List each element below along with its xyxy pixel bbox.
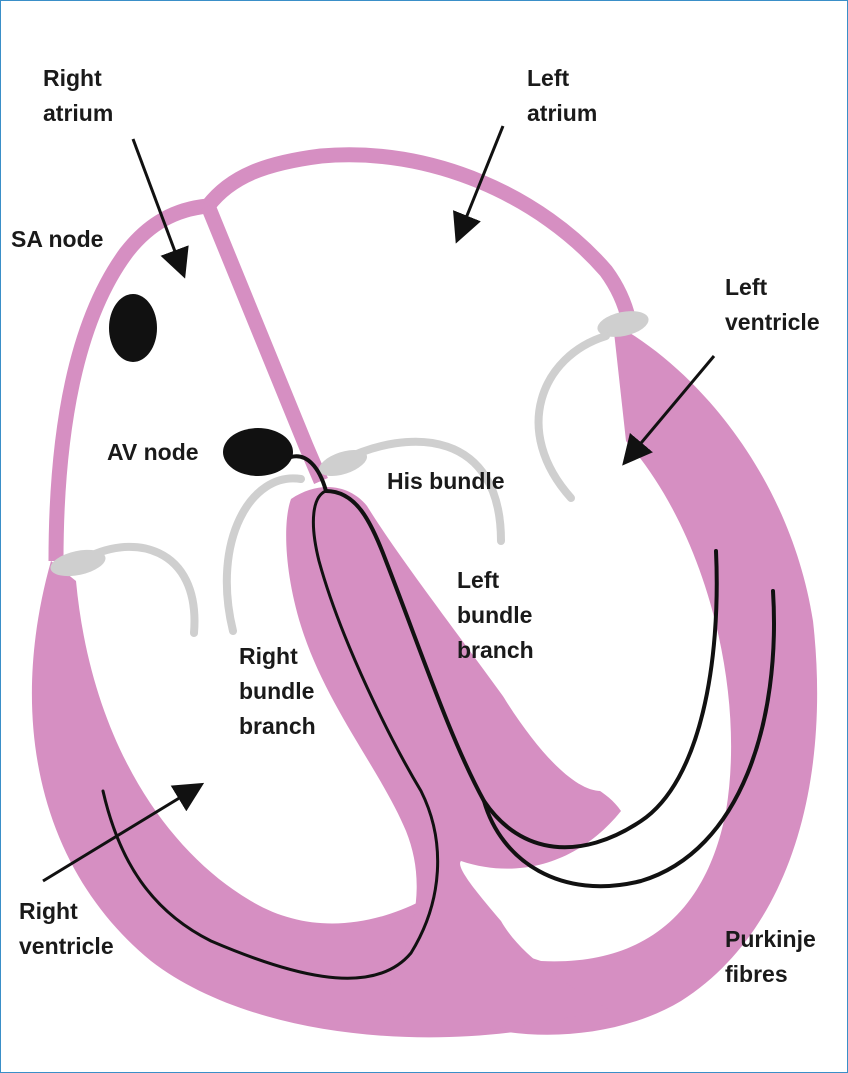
label-right-bundle-branch-line1: Right xyxy=(239,643,298,669)
label-right-ventricle-line2: ventricle xyxy=(19,933,114,959)
label-right-ventricle: Right ventricle xyxy=(19,894,114,964)
label-purkinje-fibres: Purkinje fibres xyxy=(725,922,816,992)
label-left-atrium-line2: atrium xyxy=(527,100,598,126)
label-purkinje-fibres-line2: fibres xyxy=(725,961,788,987)
label-sa-node-text: SA node xyxy=(11,226,104,252)
label-his-bundle-text: His bundle xyxy=(387,468,505,494)
label-left-bundle-branch-line1: Left xyxy=(457,567,500,593)
valve-right-leaflet-1 xyxy=(77,543,199,637)
bundle-branch-loop xyxy=(101,489,440,980)
arrow-right-atrium xyxy=(131,138,189,279)
label-left-atrium-line1: Left xyxy=(527,65,570,91)
label-purkinje-fibres-line1: Purkinje xyxy=(725,926,816,952)
label-right-bundle-branch: Right bundle branch xyxy=(239,639,316,744)
sa-node-shape xyxy=(109,294,157,362)
left-ventricle-cavity-mask xyxy=(383,429,657,791)
arrow-left-ventricle xyxy=(622,355,716,466)
label-right-bundle-branch-line2: bundle xyxy=(239,678,315,704)
label-av-node: AV node xyxy=(107,435,199,470)
valve-left-leaflet-2 xyxy=(337,437,505,545)
av-node-shape xyxy=(223,428,293,476)
left-bundle-branch-line xyxy=(324,489,719,850)
label-left-bundle-branch-line2: bundle xyxy=(457,602,533,628)
left-ventricle-wall xyxy=(501,323,818,1035)
label-right-atrium: Right atrium xyxy=(43,61,113,131)
arrow-left-atrium xyxy=(453,125,505,244)
label-left-atrium: Left atrium xyxy=(527,61,597,131)
right-atrium-wall xyxy=(48,198,209,562)
valve-right-leaflet-2 xyxy=(222,474,305,635)
label-left-ventricle-line2: ventricle xyxy=(725,309,820,335)
label-right-bundle-branch-line3: branch xyxy=(239,713,316,739)
arrow-right-ventricle xyxy=(42,782,205,883)
label-left-bundle-branch: Left bundle branch xyxy=(457,563,534,668)
label-right-atrium-line1: Right xyxy=(43,65,102,91)
valve-left-leaflet-1 xyxy=(534,332,610,502)
interventricular-septum xyxy=(286,487,621,1032)
label-his-bundle: His bundle xyxy=(387,464,505,499)
label-right-ventricle-line1: Right xyxy=(19,898,78,924)
label-sa-node: SA node xyxy=(11,222,103,257)
label-left-ventricle: Left ventricle xyxy=(725,270,820,340)
purkinje-fibre-line xyxy=(482,589,776,889)
label-left-ventricle-line1: Left xyxy=(725,274,768,300)
label-right-atrium-line2: atrium xyxy=(43,100,114,126)
valve-center-ring xyxy=(318,449,368,477)
label-left-bundle-branch-line3: branch xyxy=(457,637,534,663)
left-atrium-wall xyxy=(202,147,637,323)
label-av-node-text: AV node xyxy=(107,439,199,465)
valve-left-ring xyxy=(597,311,649,337)
his-bundle-line xyxy=(289,454,328,493)
valves xyxy=(50,311,649,637)
